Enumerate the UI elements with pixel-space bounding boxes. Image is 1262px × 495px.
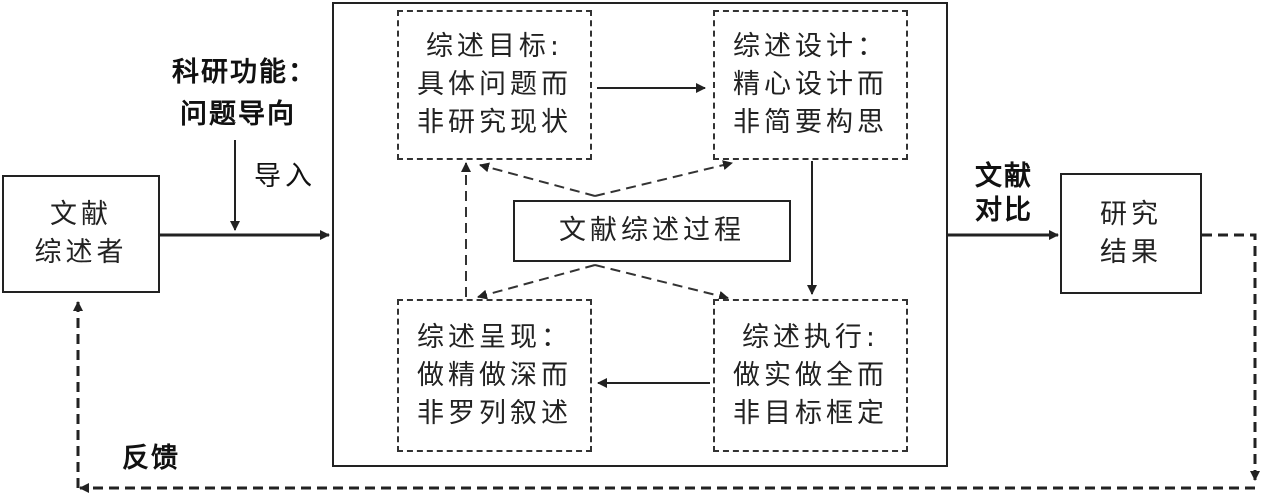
design-line-1: 综述设计： [733, 31, 888, 62]
review-design-box: 综述设计： 精心设计而 非简要构思 [713, 10, 908, 160]
process-center-label: 文献综述过程 [559, 215, 745, 246]
goal-line-2: 具体问题而 [417, 69, 572, 100]
reviewer-box: 文献 综述者 [2, 175, 160, 293]
result-line-1: 研究 [1100, 198, 1162, 230]
research-result-box: 研究 结果 [1060, 173, 1202, 294]
goal-line-1: 综述目标: [425, 31, 564, 62]
arrow-center-to-design [594, 160, 733, 197]
review-execute-box: 综述执行: 做实做全而 非目标框定 [713, 299, 908, 452]
literature-compare-line-1: 文献 [975, 161, 1033, 192]
arrow-center-to-execute [594, 264, 729, 301]
research-function-line-1: 科研功能： [172, 57, 317, 88]
review-present-box: 综述呈现： 做精做深而 非罗列叙述 [397, 299, 592, 452]
arrow-center-to-goal [479, 162, 596, 197]
arrow-center-to-present [477, 264, 596, 300]
research-function-line-2: 问题导向 [180, 99, 296, 130]
literature-compare-label: 文献 对比 [975, 160, 1033, 228]
goal-line-3: 非研究现状 [417, 107, 572, 138]
literature-compare-line-2: 对比 [975, 195, 1033, 226]
execute-line-1: 综述执行: [741, 321, 880, 353]
result-line-2: 结果 [1100, 236, 1162, 268]
review-process-center-box: 文献综述过程 [513, 200, 791, 262]
present-line-2: 做精做深而 [417, 359, 572, 391]
research-function-label: 科研功能： 问题导向 [172, 52, 317, 136]
feedback-label: 反馈 [122, 443, 180, 474]
reviewer-line-2: 综述者 [34, 237, 128, 268]
process-container [332, 2, 948, 467]
execute-line-2: 做实做全而 [733, 359, 888, 391]
import-label: 导入 [254, 161, 316, 192]
design-line-2: 精心设计而 [733, 69, 888, 100]
present-line-1: 综述呈现： [417, 321, 572, 353]
design-line-3: 非简要构思 [733, 107, 888, 138]
present-line-3: 非罗列叙述 [417, 397, 572, 429]
arrow-feedback-right [1202, 233, 1260, 481]
execute-line-3: 非目标框定 [733, 397, 888, 429]
review-goal-box: 综述目标: 具体问题而 非研究现状 [397, 10, 592, 160]
reviewer-line-1: 文献 [50, 199, 112, 230]
